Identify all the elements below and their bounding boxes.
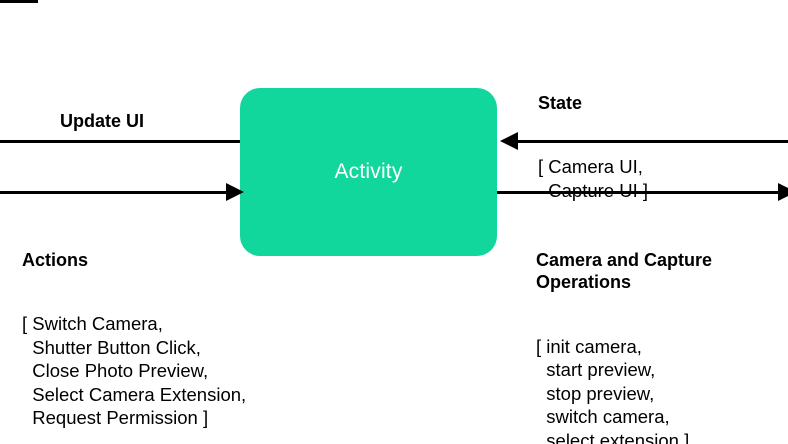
edge-line-state <box>516 140 788 143</box>
edge-label-state: State [ Camera UI, Capture UI ] <box>538 51 648 243</box>
arrowhead-operations-outgoing <box>778 183 788 201</box>
edge-line-update-ui <box>0 140 245 143</box>
edge-label-actions: Actions [ Switch Camera, Shutter Button … <box>22 208 246 444</box>
actions-items: [ Switch Camera, Shutter Button Click, C… <box>22 313 247 429</box>
edge-label-update-ui: Update UI <box>60 111 145 131</box>
actions-heading: Actions <box>22 249 89 270</box>
arrowhead-actions-into-activity <box>226 183 244 201</box>
operations-heading: Camera and Capture Operations <box>536 249 713 293</box>
activity-node[interactable]: Activity <box>240 88 497 256</box>
activity-node-label: Activity <box>334 160 403 183</box>
state-heading: State <box>538 92 583 113</box>
operations-items: [ init camera, start preview, stop previ… <box>536 335 690 444</box>
state-items: [ Camera UI, Capture UI ] <box>538 156 649 201</box>
top-left-rule <box>0 0 38 3</box>
arrowhead-state-into-activity <box>500 132 518 150</box>
edge-label-operations: Camera and Capture Operations [ init cam… <box>536 208 712 444</box>
edge-line-operations <box>494 191 784 194</box>
edge-line-actions <box>0 191 232 194</box>
